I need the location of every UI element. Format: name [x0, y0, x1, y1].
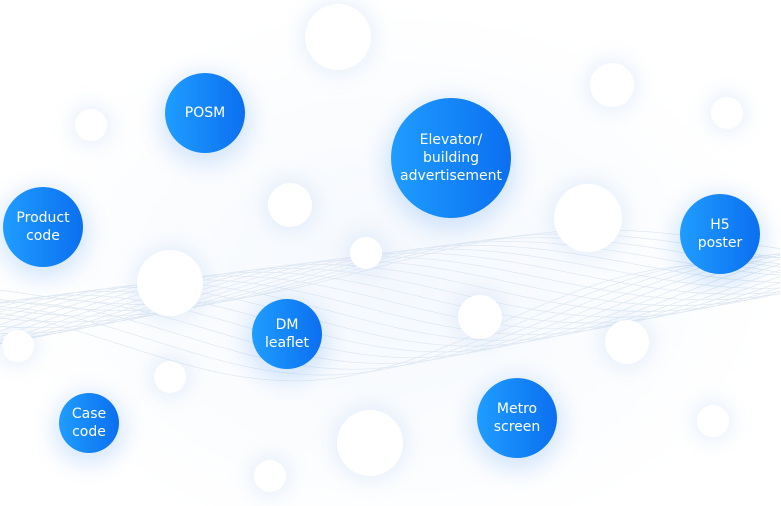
decor-circle [711, 97, 743, 129]
mesh-line [0, 271, 781, 338]
mesh-line [0, 264, 781, 344]
mesh-line [0, 253, 781, 364]
mesh-line [0, 275, 781, 332]
node-case-code: Case code [59, 393, 119, 453]
decor-circle [605, 320, 649, 364]
node-label: Elevator/ building advertisement [399, 132, 503, 184]
decor-circle [337, 410, 403, 476]
node-label: Metro screen [493, 401, 541, 435]
mesh-line [0, 241, 781, 323]
mesh-line [0, 254, 781, 353]
decor-circle [697, 405, 729, 437]
decor-circle [305, 4, 371, 70]
decor-circle [350, 237, 382, 269]
decor-circle [268, 183, 312, 227]
mesh-line [0, 253, 781, 359]
node-label: POSM [184, 105, 226, 121]
decor-circle [458, 295, 502, 339]
decor-circle [75, 109, 107, 141]
decor-circle [254, 460, 286, 492]
node-metro-screen: Metro screen [477, 378, 557, 458]
decor-circle [2, 330, 34, 362]
mesh-line [0, 260, 781, 376]
node-label: H5 poster [697, 217, 743, 251]
node-elevator-building-advertisement: Elevator/ building advertisement [391, 98, 511, 218]
node-label: Product code [16, 210, 70, 244]
decor-circle [154, 361, 186, 393]
node-label: Case code [71, 406, 107, 440]
node-label: DM leaflet [264, 317, 309, 351]
mesh-line [0, 269, 781, 335]
mesh-line [0, 257, 781, 370]
decor-circle [554, 184, 622, 252]
mesh-line [0, 229, 781, 306]
decor-circle [590, 63, 634, 107]
node-h5-poster: H5 poster [680, 194, 760, 274]
node-product-code: Product code [3, 187, 83, 267]
mesh-line [0, 256, 781, 343]
mesh-line [0, 260, 781, 345]
node-posm: POSM [165, 73, 245, 153]
mesh-line [0, 258, 781, 347]
mesh-line [0, 264, 781, 382]
mesh-line [0, 248, 781, 334]
mesh-line [0, 263, 781, 341]
mesh-line [0, 237, 781, 317]
decor-circle [137, 250, 203, 316]
mesh-line [0, 252, 781, 340]
mesh-line [0, 233, 781, 311]
node-dm-leaflet: DM leaflet [252, 299, 322, 369]
